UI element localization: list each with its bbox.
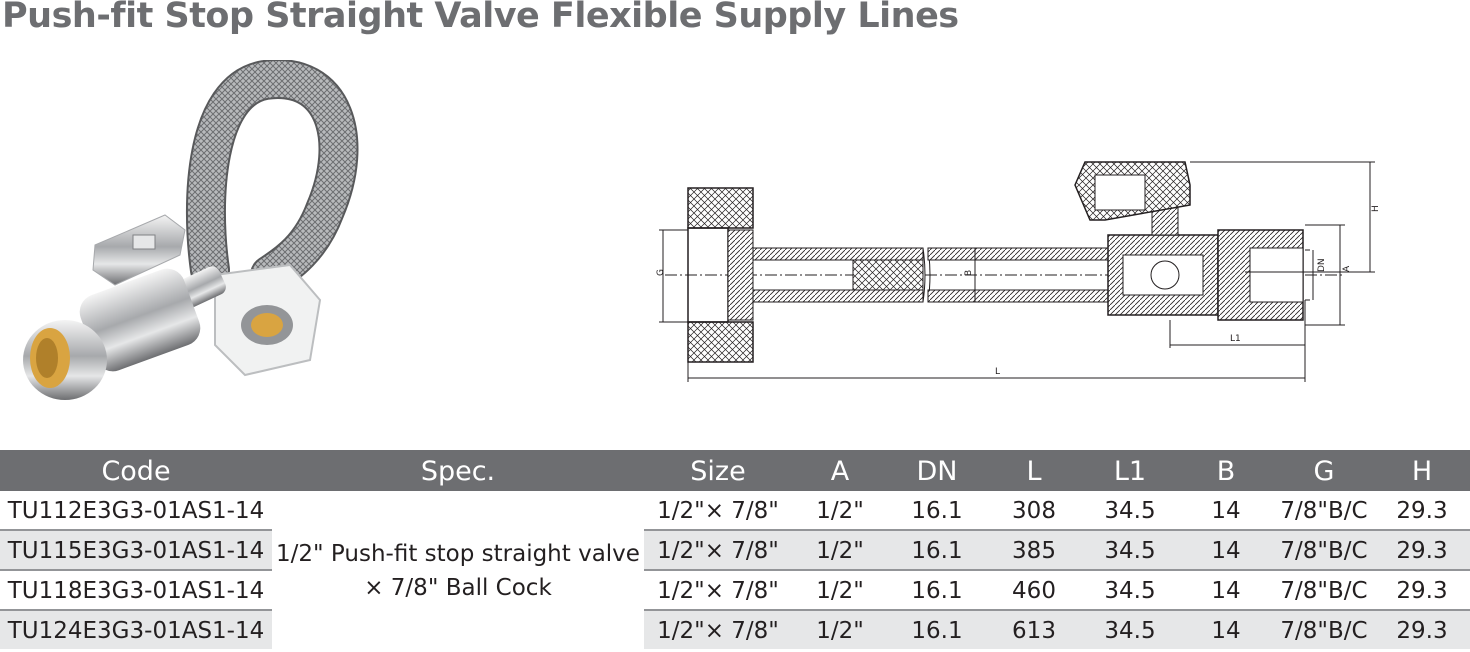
row-divider [0,609,272,611]
cell-l: 308 [1012,498,1056,524]
header-g: G [1313,456,1335,487]
cell-code: TU124E3G3-01AS1-14 [7,618,265,644]
cell-b: 14 [1211,538,1241,564]
row-shade [0,531,272,569]
spec-line-1: 1/2" Push-fit stop straight valve [276,541,640,567]
cell-l: 460 [1012,578,1056,604]
cell-b: 14 [1211,578,1241,604]
row-divider [0,569,272,571]
header-h: H [1411,456,1433,487]
technical-drawing: G B DN A H L1 L [656,161,1381,382]
header-code: Code [101,456,171,487]
cell-dn: 16.1 [911,578,963,604]
header-dn: DN [916,456,958,487]
header-l: L [1026,456,1042,487]
header-b: B [1216,456,1236,487]
cell-a: 1/2" [816,498,864,524]
table-row: TU124E3G3-01AS1-14 1/2"× 7/8" 1/2" 16.1 … [0,611,1470,651]
cell-code: TU115E3G3-01AS1-14 [7,538,265,564]
label-l1: L1 [1230,334,1241,344]
cell-a: 1/2" [816,538,864,564]
cell-size: 1/2"× 7/8" [657,578,779,604]
cell-b: 14 [1211,498,1241,524]
cell-h: 29.3 [1396,538,1448,564]
header-spec: Spec. [420,456,496,487]
cell-h: 29.3 [1396,578,1448,604]
label-dn: DN [1317,258,1327,272]
row-shade [644,611,1470,649]
row-shade [644,531,1470,569]
cell-dn: 16.1 [911,498,963,524]
label-h: H [1371,205,1381,212]
spec-table: Code Spec. Size A DN L L1 B G H 1/2" Pus… [0,450,1470,650]
row-divider [644,569,1470,571]
cell-size: 1/2"× 7/8" [657,538,779,564]
cell-h: 29.3 [1396,618,1448,644]
header-size: Size [690,456,746,487]
cell-l1: 34.5 [1104,538,1156,564]
cell-b: 14 [1211,618,1241,644]
spec-line-2: × 7/8" Ball Cock [364,575,552,601]
cell-g: 7/8"B/C [1280,538,1368,564]
page-title: Push-fit Stop Straight Valve Flexible Su… [2,0,959,36]
row-shade [0,611,272,649]
cell-a: 1/2" [816,578,864,604]
cell-l: 385 [1012,538,1056,564]
label-l: L [995,367,1000,377]
row-divider [644,609,1470,611]
cell-dn: 16.1 [911,618,963,644]
table-row: TU118E3G3-01AS1-14 1/2"× 7/8" 1/2" 16.1 … [0,571,1470,611]
cell-size: 1/2"× 7/8" [657,618,779,644]
table-row: TU115E3G3-01AS1-14 1/2"× 7/8" 1/2" 16.1 … [0,531,1470,571]
label-b: B [964,270,974,276]
cell-code: TU112E3G3-01AS1-14 [7,498,265,524]
cell-code: TU118E3G3-01AS1-14 [7,578,265,604]
cell-g: 7/8"B/C [1280,618,1368,644]
header-a: A [830,456,850,487]
cell-h: 29.3 [1396,498,1448,524]
cell-l1: 34.5 [1104,578,1156,604]
cell-l: 613 [1012,618,1056,644]
row-divider [644,529,1470,531]
cell-size: 1/2"× 7/8" [657,498,779,524]
table-row: TU112E3G3-01AS1-14 1/2"× 7/8" 1/2" 16.1 … [0,491,1470,531]
cell-g: 7/8"B/C [1280,578,1368,604]
row-divider [0,529,272,531]
cell-g: 7/8"B/C [1280,498,1368,524]
label-g: G [656,269,666,276]
table-header: Code Spec. Size A DN L L1 B G H [0,450,1470,491]
cell-a: 1/2" [816,618,864,644]
label-a: A [1342,265,1352,272]
spec-description: 1/2" Push-fit stop straight valve × 7/8"… [272,491,644,651]
product-photo [23,60,359,400]
cell-l1: 34.5 [1104,618,1156,644]
cell-dn: 16.1 [911,538,963,564]
header-l1: L1 [1113,456,1147,487]
cell-l1: 34.5 [1104,498,1156,524]
